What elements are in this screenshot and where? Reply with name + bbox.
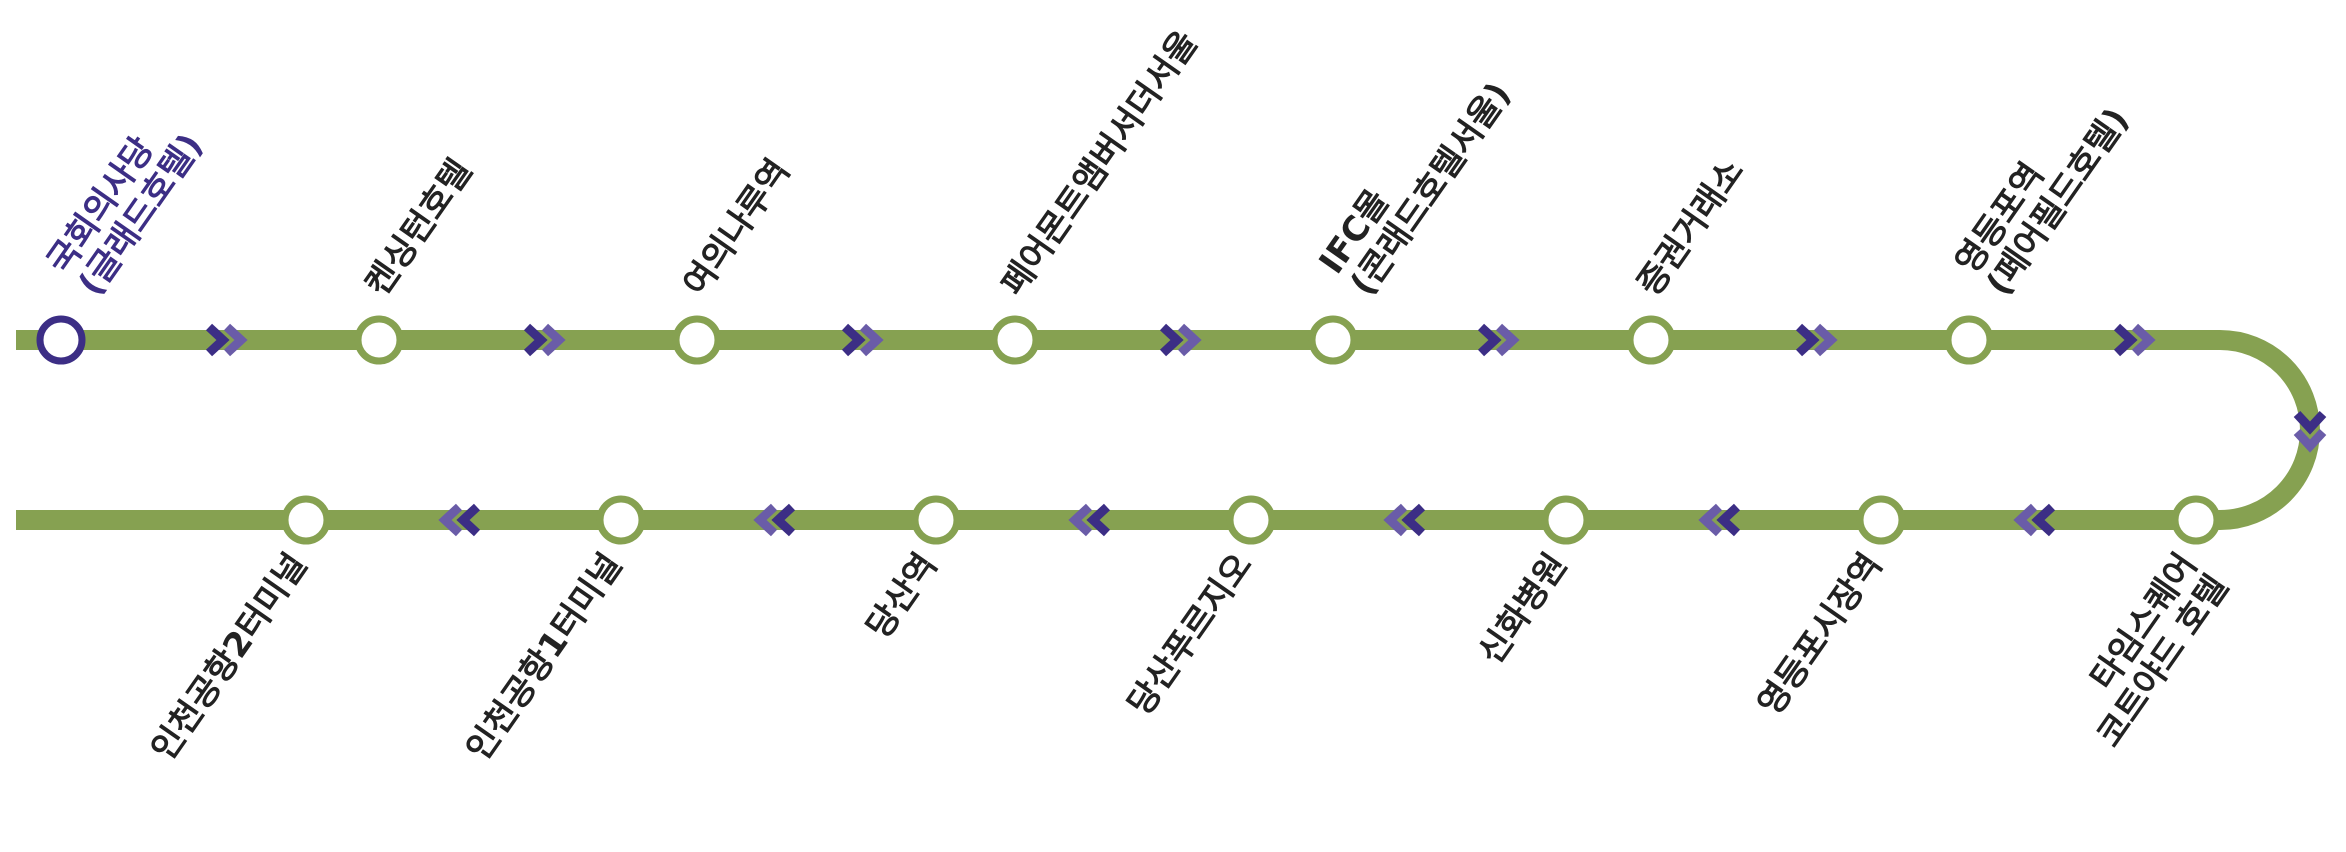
station-1-label-line: 켄싱턴호텔: [358, 152, 480, 303]
station-11-label: 당산역: [859, 546, 946, 646]
arrow-top-7: [2113, 323, 2156, 357]
arrow-top-3-chevron-1: [841, 323, 866, 357]
arrow-top-5: [1477, 323, 1520, 357]
station-3-label: 페어몬트앰버서더서울: [994, 24, 1206, 303]
arrow-top-4: [1159, 323, 1202, 357]
station-13-marker: [281, 495, 331, 545]
station-5-label-line: 증권거래소: [1630, 152, 1752, 303]
direction-arrows: [205, 323, 2327, 537]
station-2-label-line: 여의나루역: [676, 152, 798, 303]
station-3-marker: [990, 315, 1040, 365]
arrow-top-5-chevron-2: [1495, 323, 1520, 357]
arrow-top-6-chevron-1: [1795, 323, 1820, 357]
arrow-top-2-chevron-2: [541, 323, 566, 357]
station-labels: 국회의사당(글래드호텔) 켄싱턴호텔 여의나루역 페어몬트앰버서더서울 IFC몰(콘래드…: [40, 24, 2237, 768]
arrow-top-5-chevron-1: [1477, 323, 1502, 357]
arrow-top-2-chevron-1: [523, 323, 548, 357]
station-11-marker: [911, 495, 961, 545]
station-6-marker: [1944, 315, 1994, 365]
arrow-curve-chevron-2: [2293, 428, 2327, 453]
arrow-bottom-2-chevron-1: [1716, 503, 1741, 537]
arrow-bottom-3-chevron-1: [1401, 503, 1426, 537]
arrow-bottom-5: [753, 503, 796, 537]
station-7-marker: [2171, 495, 2221, 545]
arrow-bottom-1-chevron-2: [2013, 503, 2038, 537]
arrow-bottom-1-chevron-1: [2031, 503, 2056, 537]
station-0-label: 국회의사당(글래드호텔): [40, 105, 211, 303]
arrow-bottom-2-chevron-2: [1698, 503, 1723, 537]
station-10-marker: [1226, 495, 1276, 545]
station-5-label: 증권거래소: [1630, 152, 1752, 303]
station-8-label: 영등포시장역: [1750, 546, 1890, 723]
arrow-bottom-4: [1068, 503, 1111, 537]
station-4-marker: [1308, 315, 1358, 365]
station-2-marker: [672, 315, 722, 365]
arrow-curve-chevron-1: [2293, 410, 2327, 435]
station-3-label-line: 페어몬트앰버서더서울: [994, 24, 1206, 303]
arrow-top-6-chevron-2: [1813, 323, 1838, 357]
arrow-top-3: [841, 323, 884, 357]
station-12-marker: [596, 495, 646, 545]
station-7-label: 타임스퀘어코트야드 호텔: [2058, 546, 2236, 754]
arrow-bottom-4-chevron-1: [1086, 503, 1111, 537]
station-1-label: 켄싱턴호텔: [358, 152, 480, 303]
arrow-top-1-chevron-2: [223, 323, 248, 357]
station-6-label: 영등포역(페어필드호텔): [1948, 79, 2137, 303]
arrow-top-7-chevron-2: [2131, 323, 2156, 357]
station-13-label: 인천공항2터미널: [143, 546, 315, 768]
station-4-label: IFC몰(콘래드호텔서울): [1312, 53, 1519, 303]
station-9-label-line: 신화병원: [1471, 546, 1576, 671]
station-10-label: 당산푸르지오: [1120, 546, 1260, 723]
arrow-bottom-3-chevron-2: [1383, 503, 1408, 537]
arrow-bottom-5-chevron-2: [753, 503, 778, 537]
arrow-top-1-chevron-1: [205, 323, 230, 357]
station-8-label-line: 영등포시장역: [1750, 546, 1890, 723]
station-2-label: 여의나루역: [676, 152, 798, 303]
station-9-label: 신화병원: [1471, 546, 1576, 671]
station-0-marker: [36, 315, 86, 365]
station-12-label: 인천공항1터미널: [458, 546, 630, 768]
arrow-top-6: [1795, 323, 1838, 357]
arrow-top-4-chevron-2: [1177, 323, 1202, 357]
route-line: [16, 330, 2320, 530]
arrow-top-7-chevron-1: [2113, 323, 2138, 357]
arrow-top-1: [205, 323, 248, 357]
arrow-bottom-6-chevron-2: [438, 503, 463, 537]
station-12-label-line: 인천공항1터미널: [458, 546, 630, 768]
station-1-marker: [354, 315, 404, 365]
arrow-bottom-6: [438, 503, 481, 537]
arrow-top-3-chevron-2: [859, 323, 884, 357]
arrow-bottom-3: [1383, 503, 1426, 537]
arrow-bottom-1: [2013, 503, 2056, 537]
station-10-label-line: 당산푸르지오: [1120, 546, 1260, 723]
arrow-bottom-4-chevron-2: [1068, 503, 1093, 537]
arrow-bottom-2: [1698, 503, 1741, 537]
station-11-label-line: 당산역: [859, 546, 946, 646]
route-line-track: [16, 330, 2320, 530]
arrow-bottom-5-chevron-1: [771, 503, 796, 537]
stations: [36, 315, 2221, 545]
station-13-label-line: 인천공항2터미널: [143, 546, 315, 768]
arrow-curve: [2293, 410, 2327, 453]
station-8-marker: [1856, 495, 1906, 545]
station-5-marker: [1626, 315, 1676, 365]
station-9-marker: [1541, 495, 1591, 545]
arrow-bottom-6-chevron-1: [456, 503, 481, 537]
arrow-top-2: [523, 323, 566, 357]
arrow-top-4-chevron-1: [1159, 323, 1184, 357]
